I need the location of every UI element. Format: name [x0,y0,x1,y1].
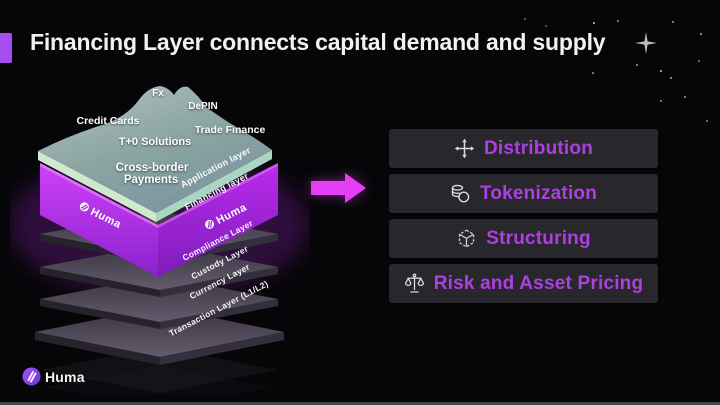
capability-label: Tokenization [479,182,598,204]
star-dot [617,20,619,22]
star-dot [660,100,662,102]
capability-tokenization: Tokenization [389,174,658,213]
coins-icon [451,184,470,203]
capability-distribution: Distribution [389,129,658,168]
star-dot [706,120,708,122]
sparkle-icon [635,32,657,54]
surface-label-cross-border-1: Cross-border [116,162,189,174]
move-icon [454,138,475,159]
capability-risk-pricing: Risk and Asset Pricing [389,264,658,303]
surface-label-depin: DePIN [188,101,217,112]
star-dot [670,77,672,79]
scale-icon [404,273,424,293]
huma-footer-logo-icon [22,367,41,386]
star-dot [636,64,638,66]
star-dot [700,33,702,35]
layer-application [38,86,272,222]
layer-transaction [35,307,284,365]
star-dot [660,70,662,72]
surface-label-credit-cards: Credit Cards [76,115,139,127]
star-dot [524,18,526,20]
star-dot [593,22,595,24]
star-dot [672,21,674,23]
right-arrow-icon [311,173,366,203]
surface-label-t0-solutions: T+0 Solutions [119,136,191,148]
star-dot [545,25,547,27]
capability-label: Structuring [486,227,591,249]
layer-financing [40,163,278,277]
bottom-edge-strip [0,402,720,405]
cube-icon [459,229,475,248]
surface-label-fx: Fx [152,88,164,99]
star-dot [698,60,700,62]
surface-label-cross-border-2: Payments [124,174,178,186]
star-dot [684,96,686,98]
capability-structuring: Structuring [389,219,658,258]
title-accent-bar [0,33,12,63]
layer-currency [40,276,278,329]
surface-label-trade-finance: Trade Finance [195,124,266,136]
star-dot [592,72,594,74]
footer-brand-wordmark: Huma [45,369,85,385]
layer-stack-diagram: Fx DePIN Credit Cards Trade Finance T+0 … [10,86,309,395]
capability-label: Risk and Asset Pricing [433,272,644,294]
capability-label: Distribution [484,137,593,159]
reflection [44,366,274,395]
page-title: Financing Layer connects capital demand … [30,29,606,55]
reflection [40,347,278,393]
